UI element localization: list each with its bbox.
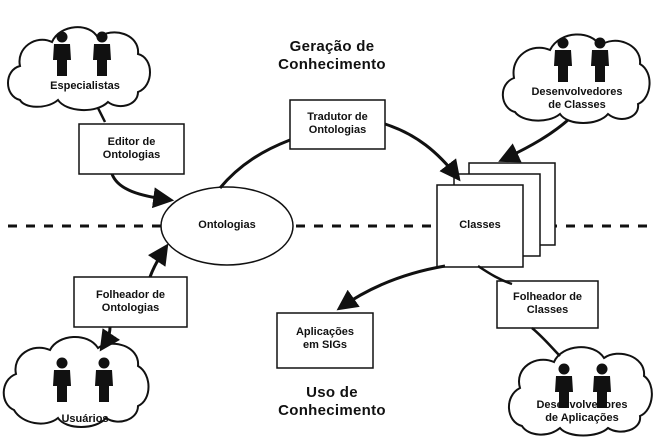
- cloud-class-developers: [501, 33, 651, 124]
- label-ontology-editor: Editor de Ontologias: [102, 136, 161, 161]
- arrow-browser-to-ontologies: [147, 243, 169, 278]
- label-classes: Classes: [459, 219, 501, 231]
- box-ontology-browser: [73, 276, 188, 328]
- arrow-classes-to-classbrowser: [477, 264, 513, 286]
- label-ontology-browser: Folheador de Ontologias: [95, 289, 166, 314]
- arrow-browser-to-users: [99, 326, 121, 352]
- arrow-experts-to-editor: [96, 107, 107, 123]
- arrow-ontologies-to-translator: [218, 138, 291, 189]
- cloud-app-developers: [508, 346, 653, 437]
- label-class-browser: Folheador de Classes: [512, 291, 583, 316]
- arrow-classbrowser-to-appdevs: [531, 327, 561, 357]
- box-gis-apps: [276, 312, 374, 369]
- arrow-classes-to-gis: [336, 264, 446, 311]
- label-users: Usuários: [61, 413, 109, 425]
- title-knowledge-generation: Geração de Conhecimento: [278, 38, 386, 73]
- label-experts: Especialistas: [50, 80, 120, 92]
- arrow-translator-to-classes: [384, 122, 461, 182]
- box-editor: [78, 123, 185, 175]
- label-app-developers: Desenvolvedores de Aplicações: [536, 399, 628, 424]
- label-class-developers: Desenvolvedores de Classes: [531, 86, 623, 111]
- arrow-editor-to-ontologies: [110, 173, 175, 209]
- cloud-experts: [7, 26, 151, 111]
- cloud-users: [2, 335, 150, 428]
- arrow-classdevs-to-classes: [498, 118, 569, 163]
- label-gis-apps: Aplicações em SIGs: [295, 326, 355, 351]
- label-ontologies: Ontologias: [198, 219, 256, 231]
- box-class-browser: [496, 280, 599, 329]
- title-knowledge-use: Uso de Conhecimento: [278, 384, 386, 419]
- box-translator: [289, 99, 386, 150]
- label-ontology-translator: Tradutor de Ontologias: [307, 111, 368, 136]
- ellipse-ontologies: [160, 186, 294, 266]
